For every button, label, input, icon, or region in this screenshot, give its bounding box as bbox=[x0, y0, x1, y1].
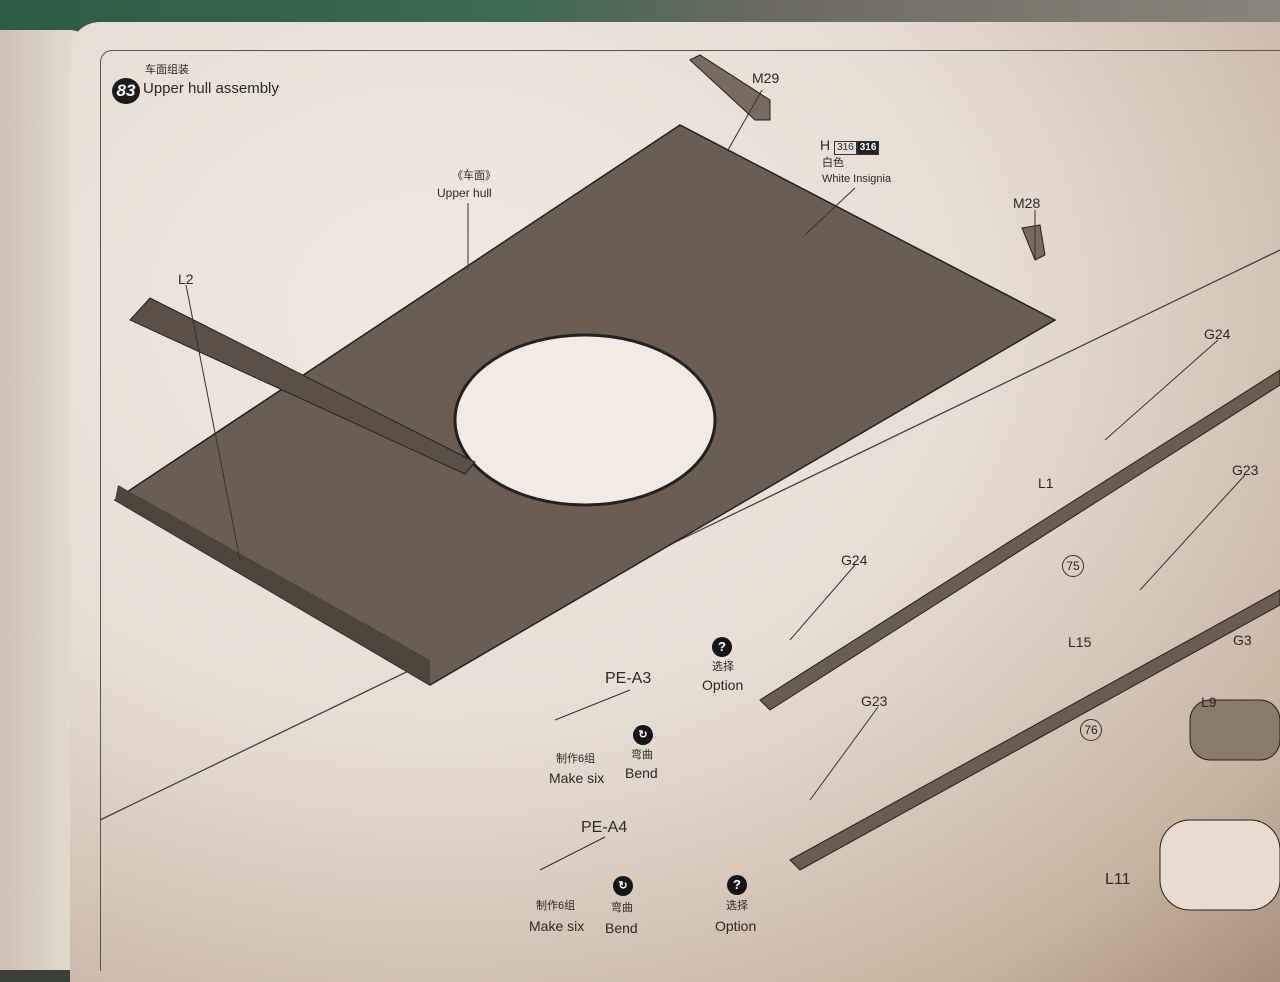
option-circle-76: 76 bbox=[1080, 719, 1102, 741]
option-circle-75: 75 bbox=[1062, 555, 1084, 577]
step-frame bbox=[100, 50, 1280, 971]
pe-a4-option-cn: 选择 bbox=[726, 900, 748, 912]
part-label-l9: L9 bbox=[1201, 694, 1217, 710]
pe-a4-bend-en: Bend bbox=[605, 920, 638, 936]
part-label-g24: G24 bbox=[841, 552, 868, 568]
part-label-g23-top: G23 bbox=[1232, 462, 1259, 478]
part-label-m29: M29 bbox=[752, 70, 780, 86]
paint-color-en: White Insignia bbox=[822, 173, 892, 185]
leader-lines bbox=[185, 89, 1246, 871]
paint-code-outline: 316 bbox=[834, 141, 857, 155]
pe-a4-option-en: Option bbox=[715, 918, 757, 934]
part-m29 bbox=[689, 54, 771, 121]
pe-a3-option-en: Option bbox=[702, 677, 744, 693]
part-l9 bbox=[1189, 699, 1280, 761]
paint-color-cn: 白色 bbox=[822, 157, 844, 169]
step-number-badge: 83 bbox=[112, 78, 140, 104]
pe-a3-bend-en: Bend bbox=[625, 765, 658, 781]
hull-label-en: Upper hull bbox=[437, 186, 492, 200]
paint-letter: H bbox=[820, 137, 831, 153]
option-question-icon: ? bbox=[712, 637, 732, 657]
rail-l1 bbox=[759, 369, 1280, 711]
pe-a3-option-cn: 选择 bbox=[712, 661, 734, 673]
pe-a4-bend-cn: 弯曲 bbox=[611, 902, 633, 914]
part-m28 bbox=[1021, 224, 1046, 261]
bend-icon: ↻ bbox=[633, 725, 653, 745]
part-label-g24-top: G24 bbox=[1204, 326, 1231, 342]
part-label-g3: G3 bbox=[1233, 632, 1252, 648]
part-label-l2: L2 bbox=[178, 271, 194, 287]
assembly-diagram bbox=[99, 54, 1280, 911]
part-label-g23: G23 bbox=[861, 693, 888, 709]
part-label-l1: L1 bbox=[1038, 475, 1054, 491]
part-l2 bbox=[129, 297, 476, 475]
pe-a3-label: PE-A3 bbox=[605, 670, 652, 687]
turret-ring bbox=[453, 333, 717, 507]
part-label-m28: M28 bbox=[1013, 195, 1041, 211]
part-l11 bbox=[1159, 819, 1280, 911]
part-label-l15: L15 bbox=[1068, 634, 1092, 650]
option-question-icon: ? bbox=[727, 875, 747, 895]
section-divider bbox=[99, 249, 1280, 821]
rail-l15 bbox=[789, 589, 1280, 871]
pe-a3-make-cn: 制作6组 bbox=[556, 753, 596, 765]
pe-a4-make-en: Make six bbox=[529, 918, 585, 934]
pe-a3-bend-cn: 弯曲 bbox=[631, 749, 653, 761]
pe-a4-make-cn: 制作6组 bbox=[536, 900, 576, 912]
step-title-cn: 车面组装 bbox=[145, 64, 189, 76]
pe-a4-label: PE-A4 bbox=[581, 819, 628, 836]
hull-label-cn: 《车面》 bbox=[452, 170, 496, 182]
part-label-l11: L11 bbox=[1105, 871, 1131, 888]
paint-code-solid: 316 bbox=[856, 141, 880, 155]
step-title-en: Upper hull assembly bbox=[143, 80, 279, 97]
hull-side bbox=[115, 485, 430, 685]
pe-a3-make-en: Make six bbox=[549, 770, 605, 786]
bend-icon: ↻ bbox=[613, 876, 633, 896]
